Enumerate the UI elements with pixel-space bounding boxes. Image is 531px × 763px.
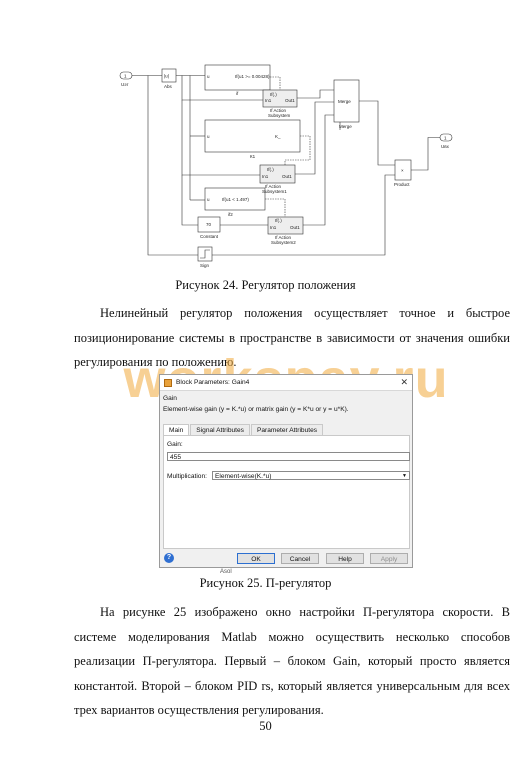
dialog-title: Block Parameters: Gain4 xyxy=(176,379,250,386)
block-parameters-dialog: Block Parameters: Gain4 ✕ Gain Element-w… xyxy=(159,374,413,568)
sign-label: Sign xyxy=(200,263,210,268)
simulink-diagram: 1 Uэт |u| Abs u If(u1 >= 0.00428) if u K… xyxy=(119,64,453,268)
sub2-out: Out1 xyxy=(282,174,292,179)
sub3-out: Out1 xyxy=(290,225,300,230)
fcn1-label: if xyxy=(236,91,239,96)
gain-input[interactable]: 455 xyxy=(167,452,410,461)
dialog-titlebar: Block Parameters: Gain4 ✕ xyxy=(160,375,412,391)
product-label: Product xyxy=(394,182,410,187)
merge-block xyxy=(333,79,360,123)
abs-label: Abs xyxy=(164,84,173,89)
crop-residue-text: Asol xyxy=(220,569,232,575)
if-action-subsystem2 xyxy=(267,216,304,235)
sub2-in2: In1 xyxy=(262,174,269,179)
paragraph-2: На рисунке 25 изображено окно настройки … xyxy=(74,605,510,717)
tab-main[interactable]: Main xyxy=(163,424,190,436)
sub3-label1: If Action xyxy=(275,235,292,240)
sub3-in1: If(.) xyxy=(275,218,282,223)
outport-num: 1 xyxy=(444,136,447,141)
fcn3-expr: If(u1 < 1.497) xyxy=(222,197,249,202)
fcn1-expr: If(u1 >= 0.00428) xyxy=(235,74,270,79)
paragraph-1: Нелинейный регулятор положения осуществл… xyxy=(74,306,510,369)
close-icon[interactable]: ✕ xyxy=(400,377,408,387)
sub2-label1: If Action xyxy=(265,184,282,189)
sub1-label2: Subsystem xyxy=(268,113,291,118)
multiplication-value: Element-wise(K.*u) xyxy=(215,473,272,480)
sub3-in2: In1 xyxy=(270,225,277,230)
sub1-in2: In1 xyxy=(265,98,272,103)
gain-description: Element-wise gain (y = K.*u) or matrix g… xyxy=(163,406,349,413)
help-button[interactable]: Help xyxy=(326,553,364,564)
multiplication-select[interactable]: Element-wise(K.*u) ▼ xyxy=(212,471,410,480)
sub1-in1: If(.) xyxy=(270,92,277,97)
fcn3-in: u xyxy=(207,197,210,202)
figure-caption-24: Рисунок 24. Регулятор положения xyxy=(175,278,356,292)
main-tab-panel: Gain: 455 Multiplication: Element-wise(K… xyxy=(163,435,410,549)
fcn-block-2 xyxy=(204,119,301,153)
gain-label: Gain: xyxy=(167,441,183,448)
inport-label: Uэт xyxy=(121,82,129,87)
sub3-label2: Subsystem2 xyxy=(271,240,296,245)
cancel-button[interactable]: Cancel xyxy=(281,553,319,564)
merge-inner: Merge xyxy=(338,99,351,104)
constant-value: 70 xyxy=(206,222,212,227)
fcn1-in: u xyxy=(207,74,210,79)
sub2-in1: If(.) xyxy=(267,167,274,172)
merge-label: Merge xyxy=(339,124,352,129)
tab-signal-attributes[interactable]: Signal Attributes xyxy=(190,424,250,436)
figure-caption-25: Рисунок 25. П-регулятор xyxy=(199,576,332,590)
constant-block xyxy=(197,216,221,233)
fcn2-in: u xyxy=(207,134,210,139)
sub1-label1: If Action xyxy=(270,108,287,113)
inport-num: 1 xyxy=(124,74,127,79)
dialog-button-row: ? OK Cancel Help Apply xyxy=(160,553,412,565)
abs-glyph: |u| xyxy=(164,74,169,79)
multiplication-label: Multiplication: xyxy=(167,473,207,480)
product-glyph: × xyxy=(401,168,404,173)
page-number: 50 xyxy=(259,719,272,733)
fcn3-label: if2 xyxy=(228,212,233,217)
outport-label: Uвх xyxy=(441,144,450,149)
ok-button[interactable]: OK xyxy=(237,553,275,564)
sub1-out: Out1 xyxy=(285,98,295,103)
help-icon[interactable]: ? xyxy=(164,553,174,563)
apply-button[interactable]: Apply xyxy=(370,553,408,564)
fcn2-expr: K_ xyxy=(275,134,281,139)
constant-label: Constant xyxy=(200,234,219,239)
fcn-block-1 xyxy=(204,64,271,91)
section-label: Gain xyxy=(163,395,177,402)
fcn2-label: К1 xyxy=(250,154,256,159)
tab-bar: Main Signal Attributes Parameter Attribu… xyxy=(163,424,324,436)
simulink-icon xyxy=(164,378,172,387)
tab-parameter-attributes[interactable]: Parameter Attributes xyxy=(250,424,324,436)
sub2-label2: Subsystem1 xyxy=(262,189,287,194)
chevron-down-icon: ▼ xyxy=(402,473,407,479)
